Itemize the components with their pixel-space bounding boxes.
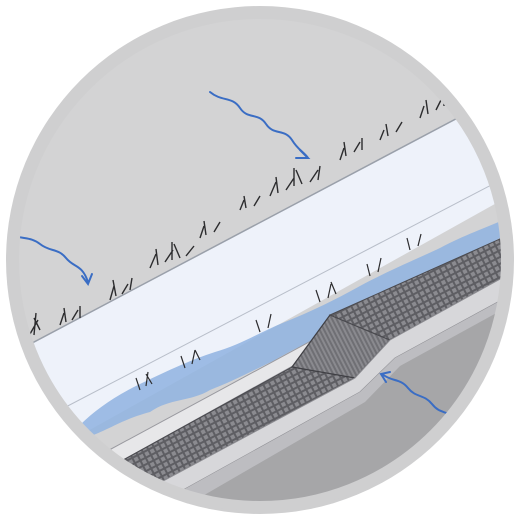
channel-base [165, 290, 506, 506]
slab-top-edge [14, 84, 506, 361]
grass-channel-edge [135, 233, 422, 391]
surface-slab [14, 85, 506, 480]
flow-arrows [14, 91, 456, 419]
grass-tufts [19, 92, 445, 341]
slab-inner-line [59, 169, 506, 411]
frame-inner-border [9, 9, 511, 511]
flow-arrow-left-head [81, 273, 93, 287]
flow-arrow-right-head [379, 371, 391, 383]
flow-arrow-right [381, 373, 456, 419]
flow-arrow-left [14, 233, 89, 283]
water-splash [80, 212, 506, 440]
flow-arrow-top [209, 91, 309, 159]
grate-right [328, 229, 506, 341]
flow-arrow-top-head [295, 149, 311, 159]
